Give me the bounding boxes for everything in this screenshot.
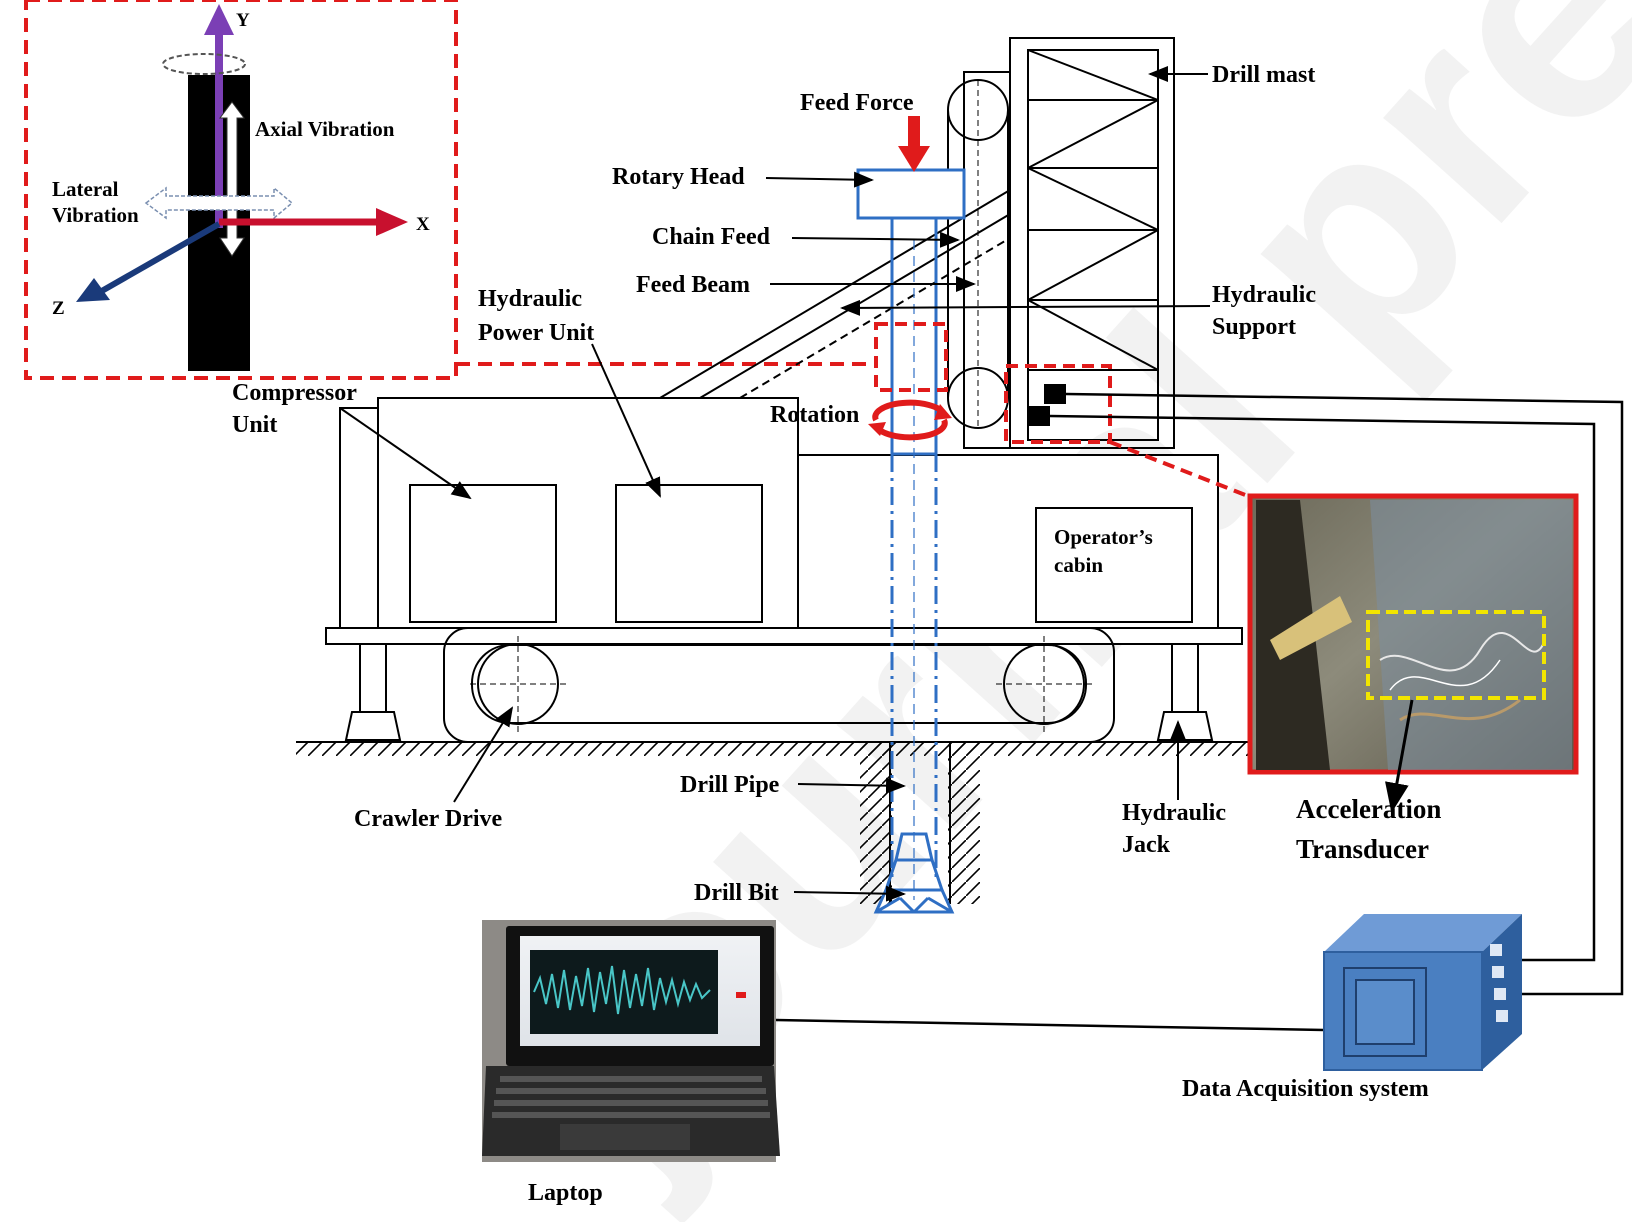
compressor-unit-label-line1: Compressor	[232, 380, 357, 406]
sensor-cables	[775, 392, 1624, 1032]
hydraulic-power-unit-box	[615, 484, 763, 623]
ground	[296, 741, 1252, 904]
x-axis-label: X	[416, 214, 430, 235]
rig-body	[325, 397, 1243, 645]
sensor-2-icon	[1028, 406, 1050, 426]
rotary-head-label: Rotary Head	[612, 164, 745, 190]
z-axis-label: Z	[52, 298, 65, 319]
rotation-ellipse-icon	[162, 53, 246, 75]
hydraulic-jack-label-line2: Jack	[1122, 832, 1171, 858]
laptop-image	[482, 920, 780, 1162]
pipe-highlight-box	[874, 322, 948, 392]
compressor-unit-label-line2: Unit	[232, 412, 277, 438]
hydraulic-support-label-line1: Hydraulic	[1212, 282, 1316, 308]
hydraulic-jacks	[344, 643, 1214, 741]
hydraulic-jack-label-line1: Hydraulic	[1122, 800, 1226, 826]
lateral-vibration-label-line1: Lateral	[52, 177, 119, 201]
lateral-vibration-arrow-icon	[144, 186, 294, 220]
operators-cabin-label-line1: Operator’s	[1054, 525, 1153, 549]
acceleration-transducer-label-line1: Acceleration	[1296, 794, 1441, 824]
feed-beam-label: Feed Beam	[636, 272, 750, 298]
compressor-unit-box	[409, 484, 557, 623]
drill-bit-label: Drill Bit	[694, 880, 779, 906]
rotation-arrow-icon	[868, 399, 952, 441]
lateral-vibration-label-line2: Vibration	[52, 203, 139, 227]
drill-pipe-label: Drill Pipe	[680, 772, 780, 798]
transducer-callout-line	[1109, 440, 1249, 498]
drill-mast	[947, 37, 1175, 449]
hydraulic-support-label-line2: Support	[1212, 314, 1296, 340]
drill-mast-label: Drill mast	[1212, 62, 1315, 88]
axial-vibration-label: Axial Vibration	[255, 117, 395, 141]
vibration-axes-inset: Y X Z Axial Vibration Lateral Vibration	[24, 0, 458, 380]
data-acquisition-box	[1323, 914, 1522, 1071]
z-axis-line	[98, 221, 221, 295]
axial-vibration-arrow-icon	[219, 101, 245, 257]
drill-string	[856, 168, 966, 914]
crawler-drive-label: Crawler Drive	[354, 806, 503, 832]
rotation-label: Rotation	[770, 402, 859, 428]
acceleration-transducer-label-line2: Transducer	[1296, 834, 1429, 864]
z-axis-arrowhead	[76, 278, 110, 302]
sensor-1-icon	[1044, 384, 1066, 404]
data-acquisition-label: Data Acquisition system	[1182, 1076, 1429, 1102]
transducer-photo	[1247, 493, 1579, 813]
laptop-label: Laptop	[528, 1180, 603, 1206]
chain-feed-label: Chain Feed	[652, 224, 771, 250]
hydraulic-power-unit-label-line2: Power Unit	[478, 320, 594, 346]
transducer-highlight-box	[1004, 364, 1112, 444]
inset-frame	[24, 0, 458, 380]
rotary-head-box	[856, 168, 966, 220]
operators-cabin-label-line2: cabin	[1054, 553, 1103, 577]
feed-force-label: Feed Force	[800, 90, 914, 116]
leader-lines	[339, 66, 1211, 902]
y-axis-arrowhead	[204, 4, 234, 35]
transducer-photo-yellow-box	[1366, 610, 1546, 700]
y-axis-label: Y	[236, 10, 250, 31]
x-axis-arrowhead	[376, 208, 408, 236]
hydraulic-power-unit-label-line1: Hydraulic	[478, 286, 582, 312]
operators-cabin-box	[1035, 507, 1193, 623]
feed-force-arrow-icon	[898, 116, 930, 172]
